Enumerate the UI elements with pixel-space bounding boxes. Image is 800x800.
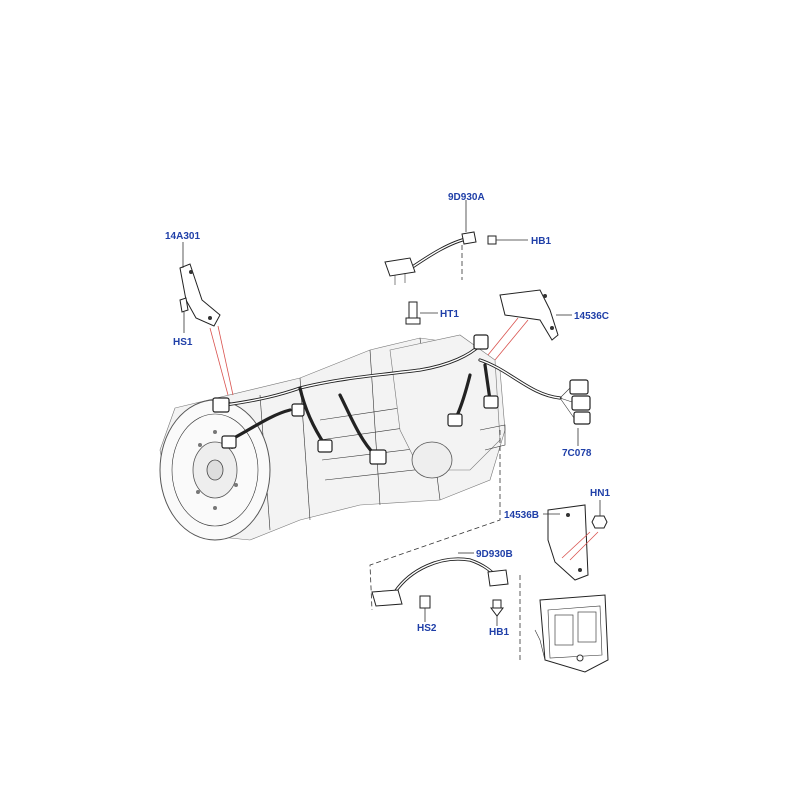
callout-hs2: HS2	[417, 623, 437, 634]
callout-9d930a: 9D930A	[448, 192, 485, 203]
nut-hn1	[591, 500, 608, 529]
bracket-14536b	[543, 504, 589, 581]
bracket-14536c	[499, 289, 572, 341]
harness-connectors	[212, 334, 499, 465]
callout-hb1-bottom: HB1	[489, 627, 509, 638]
callout-hb1-top: HB1	[531, 236, 551, 247]
callout-ht1: HT1	[440, 309, 459, 320]
transmission-assembly	[159, 334, 506, 541]
bracket-14a301	[179, 263, 221, 327]
callout-9d930b: 9D930B	[476, 549, 513, 560]
tube-9d930b	[371, 552, 509, 607]
connector-block-7c078	[559, 379, 591, 425]
callout-hn1: HN1	[590, 488, 610, 499]
callout-14a301: 14A301	[165, 231, 200, 242]
bolt-hb1-bottom	[490, 599, 504, 626]
bolt-hs2	[419, 595, 431, 622]
callout-14536b: 14536B	[504, 510, 539, 521]
callout-14536c: 14536C	[574, 311, 609, 322]
bolt-ht1	[405, 301, 438, 325]
bolt-hb1-top	[487, 235, 528, 245]
tube-9d930a	[384, 200, 477, 285]
module-cover	[534, 594, 609, 673]
callout-hs1: HS1	[173, 337, 193, 348]
callout-7c078: 7C078	[562, 448, 592, 459]
